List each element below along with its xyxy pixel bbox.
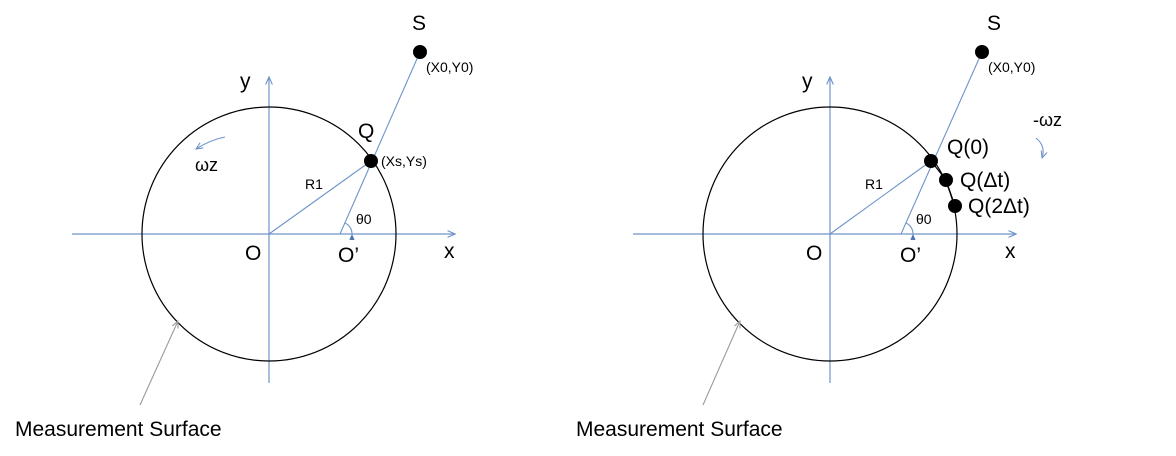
right-source-ray [900, 51, 983, 235]
right-y-axis-label: y [802, 70, 813, 93]
right-radius-label: R1 [865, 176, 883, 192]
left-rotation-arrow [196, 136, 226, 149]
left-point-label: Q [358, 120, 374, 143]
left-q-point [364, 154, 378, 168]
right-panel: S (X0,Y0) -ωz Q(0) Q(Δt) Q(2Δt) R1 θ0 O … [576, 12, 1062, 441]
left-source-ray [339, 51, 421, 235]
right-caption: Measurement Surface [576, 418, 783, 441]
left-point-coord: (Xs,Ys) [381, 153, 427, 169]
right-rotation-label: -ωz [1033, 110, 1062, 130]
right-angle-arc [905, 222, 916, 240]
left-caption: Measurement Surface [15, 418, 222, 441]
right-q1-label: Q(Δt) [960, 169, 1010, 192]
right-q2-point [948, 199, 962, 213]
right-surface-pointer [702, 321, 740, 406]
left-measurement-circle [141, 106, 397, 362]
left-offset-origin-label: O’ [338, 244, 359, 267]
right-rotation-arrow [1035, 137, 1043, 158]
left-x-axis-label: x [444, 240, 455, 263]
left-source-coord: (X0,Y0) [426, 59, 473, 75]
right-offset-origin-label: O’ [900, 244, 921, 267]
left-angle-label: θ0 [356, 211, 372, 227]
left-surface-pointer [139, 321, 178, 406]
left-panel: S (X0,Y0) Q (Xs,Ys) ωz R1 θ0 O O’ x y Me… [15, 12, 473, 441]
right-q0-point [924, 154, 938, 168]
right-x-axis-label: x [1005, 240, 1016, 263]
left-radius-label: R1 [305, 176, 323, 192]
left-origin-label: O [245, 242, 261, 265]
left-radius-line [268, 160, 372, 235]
right-origin-label: O [806, 242, 822, 265]
right-q0-label: Q(0) [947, 136, 989, 159]
right-angle-label: θ0 [916, 211, 932, 227]
right-measurement-circle [702, 106, 958, 362]
right-source-label: S [987, 12, 1001, 35]
right-source-point [975, 45, 989, 59]
left-source-label: S [412, 12, 426, 35]
right-q1-point [939, 173, 953, 187]
right-radius-line [829, 160, 932, 235]
left-y-axis-label: y [240, 70, 251, 93]
right-q2-label: Q(2Δt) [968, 195, 1030, 218]
left-angle-arc [344, 222, 355, 240]
left-rotation-label: ωz [195, 155, 218, 175]
left-source-point [413, 45, 427, 59]
right-source-coord: (X0,Y0) [988, 59, 1035, 75]
